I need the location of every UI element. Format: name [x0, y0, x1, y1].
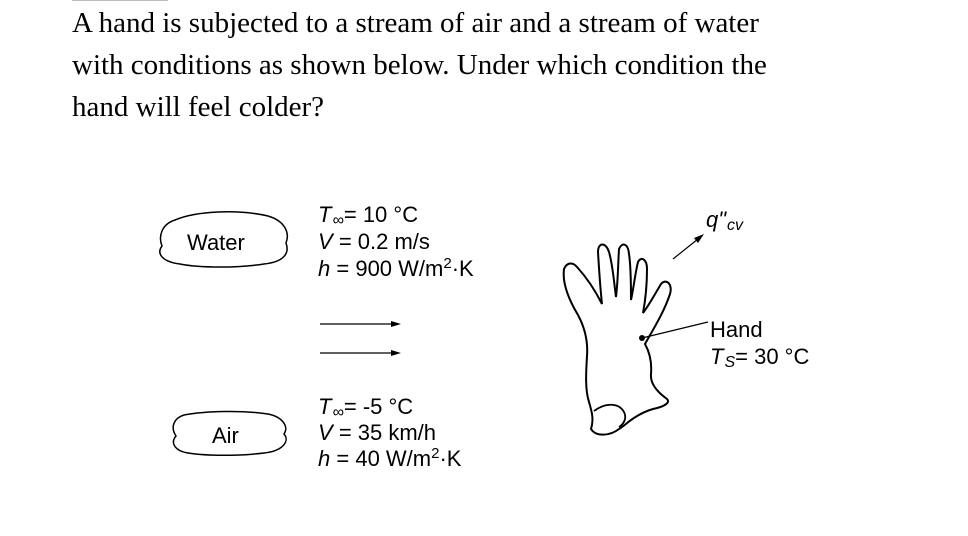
air-velocity: V = 35 km/h: [318, 421, 436, 445]
ts-subscript: S: [724, 354, 736, 371]
question-line-1: A hand is subjected to a stream of air a…: [72, 7, 759, 39]
heat-flux-label: q"cv: [706, 208, 743, 235]
air-h-unit-tail: ·K: [439, 446, 462, 471]
air-velocity-value: = 35 km/h: [338, 420, 437, 445]
water-h-exponent: 2: [443, 255, 452, 272]
water-label: Water: [187, 230, 245, 255]
question-text: A hand is subjected to a stream of air a…: [72, 2, 952, 128]
hand-surface-dot: [639, 335, 645, 341]
hand-surface-temperature: TS= 30 °C: [710, 345, 809, 372]
ts-symbol: T: [710, 344, 724, 369]
flow-arrow-top: [320, 321, 401, 327]
water-t-symbol: T: [318, 202, 332, 227]
water-h-symbol: h: [318, 256, 331, 281]
hand-label: Hand: [710, 317, 763, 342]
air-h-coefficient: h = 40 W/m2·K: [318, 445, 462, 474]
air-t-inf-value: = -5 °C: [343, 394, 414, 419]
air-h-symbol: h: [318, 446, 331, 471]
water-v-symbol: V: [318, 229, 333, 254]
top-rule: [72, 0, 168, 1]
air-h-value: = 40 W/m: [336, 446, 432, 471]
water-velocity: V = 0.2 m/s: [318, 230, 430, 254]
flow-arrow-bottom: [320, 350, 401, 356]
water-t-inf: T∞= 10 °C: [318, 203, 418, 230]
hand-leader-line: [641, 321, 709, 339]
water-inf-subscript: ∞: [332, 212, 344, 229]
question-line-2: with conditions as shown below. Under wh…: [72, 49, 767, 81]
question-line-3: hand will feel colder?: [72, 91, 325, 123]
hand-outline: [562, 243, 672, 436]
ts-value: = 30 °C: [735, 344, 810, 369]
heat-flux-subscript: cv: [727, 217, 744, 234]
air-inf-subscript: ∞: [332, 404, 344, 421]
air-t-inf: T∞= -5 °C: [318, 395, 413, 422]
water-h-unit-tail: ·K: [451, 256, 474, 281]
hand-wrist-curl: [593, 403, 627, 428]
water-velocity-value: = 0.2 m/s: [338, 229, 430, 254]
heat-flux-arrow: [672, 234, 704, 260]
air-t-symbol: T: [318, 394, 332, 419]
water-h-value: = 900 W/m: [336, 256, 444, 281]
air-v-symbol: V: [318, 420, 333, 445]
air-label: Air: [212, 423, 239, 448]
water-cloud-shape: [159, 211, 289, 268]
water-h-coefficient: h = 900 W/m2·K: [318, 255, 474, 284]
air-h-exponent: 2: [431, 445, 440, 462]
heat-flux-symbol: q": [706, 207, 727, 232]
water-t-inf-value: = 10 °C: [343, 202, 419, 227]
air-cloud-shape: [172, 410, 287, 456]
